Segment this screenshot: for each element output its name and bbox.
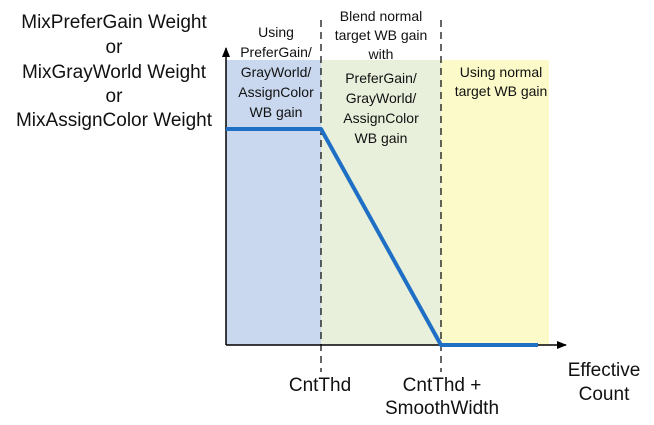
- region-label-line: PreferGain/: [240, 44, 312, 60]
- region-label-line: GrayWorld/: [346, 90, 417, 106]
- y-axis-label-line: MixPreferGain Weight: [21, 12, 207, 33]
- region-normal-target: [441, 60, 549, 345]
- dashed-separators: [320, 20, 442, 372]
- region-label-line: with: [368, 46, 394, 62]
- region-label-line: GrayWorld/: [241, 64, 312, 80]
- region-label-line: Blend normal: [340, 8, 423, 24]
- regions: [226, 60, 549, 345]
- region-label-prefer-gain: Using PreferGain/ GrayWorld/ AssignColor…: [238, 24, 314, 120]
- region-label-line: AssignColor: [343, 110, 419, 126]
- region-blend: [321, 60, 441, 345]
- region-label-blend: Blend normal target WB gain with PreferG…: [335, 8, 428, 146]
- y-axis-label-line: MixAssignColor Weight: [16, 110, 213, 131]
- x-tick-label-cntthd-plus-smooth: SmoothWidth: [385, 398, 499, 419]
- y-axis-label-line: MixGrayWorld Weight: [22, 62, 207, 83]
- x-tick-labels: CntThd CntThd + SmoothWidth: [289, 375, 499, 419]
- region-label-line: target WB gain: [455, 83, 548, 99]
- x-axis-label-line: Count: [579, 384, 630, 405]
- x-axis-label-line: Effective: [568, 360, 641, 381]
- x-axis-label: Effective Count: [568, 360, 641, 405]
- region-label-line: WB gain: [250, 104, 303, 120]
- region-label-line: AssignColor: [238, 84, 314, 100]
- region-label-line: Using normal: [460, 64, 542, 80]
- y-axis-label: MixPreferGain Weight or MixGrayWorld Wei…: [16, 12, 213, 131]
- region-label-line: target WB gain: [335, 27, 428, 43]
- y-axis-label-line: or: [106, 37, 124, 58]
- region-prefer-gain: [226, 60, 321, 345]
- x-tick-label-cntthd: CntThd: [289, 375, 351, 396]
- region-label-line: WB gain: [355, 130, 408, 146]
- region-label-line: Using: [258, 24, 294, 40]
- weight-curve-line: [226, 127, 538, 347]
- y-axis-label-line: or: [106, 86, 124, 107]
- x-tick-label-cntthd-plus-smooth: CntThd +: [403, 375, 482, 396]
- region-label-line: PreferGain/: [345, 70, 417, 86]
- region-label-normal-target: Using normal target WB gain: [455, 64, 548, 99]
